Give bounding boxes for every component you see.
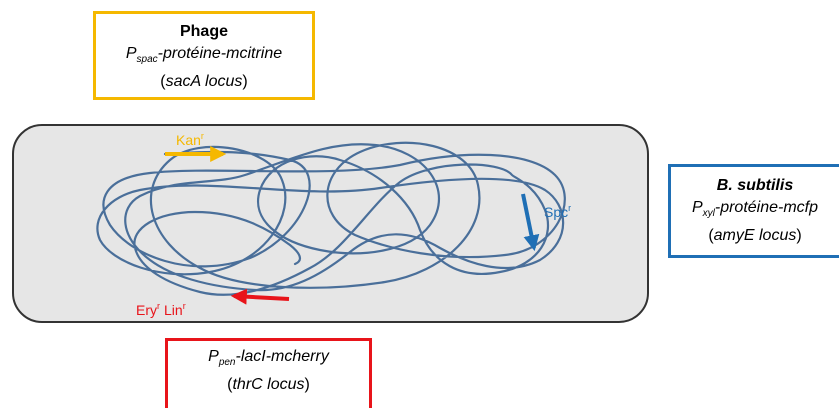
phage-locus-close: ) xyxy=(242,73,248,90)
pen-locus-line: (thrC locus) xyxy=(168,374,369,396)
bsubtilis-locus-open: ( xyxy=(708,227,714,244)
pen-construct-box: Ppen-lacI-mcherry (thrC locus) xyxy=(165,338,372,408)
spc-resistance-arrow xyxy=(521,193,540,252)
pen-locus: thrC locus xyxy=(232,376,305,393)
bsubtilis-locus: amyE locus xyxy=(713,227,797,244)
phage-construct: -protéine-mcitrine xyxy=(157,45,283,62)
bsubtilis-promoter: P xyxy=(691,199,703,216)
bacterial-cell xyxy=(12,124,649,323)
chromosome-dna xyxy=(96,141,566,296)
bsubtilis-promoter-sub: xyl xyxy=(702,208,715,219)
bsubtilis-construct: -protéine-mcfp xyxy=(714,199,819,216)
phage-locus: sacA locus xyxy=(165,73,243,90)
phage-title: Phage xyxy=(179,23,228,40)
bsubtilis-title: B. subtilis xyxy=(716,177,794,194)
phage-construct-line: Pspac-protéine-mcitrine xyxy=(96,43,312,71)
phage-locus-open: ( xyxy=(160,73,166,90)
bsubtilis-construct-box: B. subtilis Pxyl-protéine-mcfp (amyE loc… xyxy=(668,164,839,258)
bsubtilis-construct-line: Pxyl-protéine-mcfp xyxy=(671,197,839,225)
bsubtilis-locus-line: (amyE locus) xyxy=(671,225,839,247)
pen-locus-close: ) xyxy=(304,376,310,393)
phage-promoter-sub: spac xyxy=(136,54,158,65)
bsubtilis-locus-close: ) xyxy=(796,227,802,244)
pen-locus-open: ( xyxy=(227,376,233,393)
pen-promoter: P xyxy=(208,348,219,365)
phage-promoter: P xyxy=(125,45,137,62)
phage-construct-box: Phage Pspac-protéine-mcitrine (sacA locu… xyxy=(93,11,315,100)
pen-construct-line: Ppen-lacI-mcherry xyxy=(168,346,369,374)
spc-resistance-label: Spcr xyxy=(544,203,571,220)
pen-construct: -lacI-mcherry xyxy=(235,348,329,365)
ery-lin-resistance-arrow xyxy=(230,288,290,305)
kan-resistance-label: Kanr xyxy=(176,131,204,148)
pen-promoter-sub: pen xyxy=(218,357,236,368)
phage-locus-line: (sacA locus) xyxy=(96,71,312,93)
